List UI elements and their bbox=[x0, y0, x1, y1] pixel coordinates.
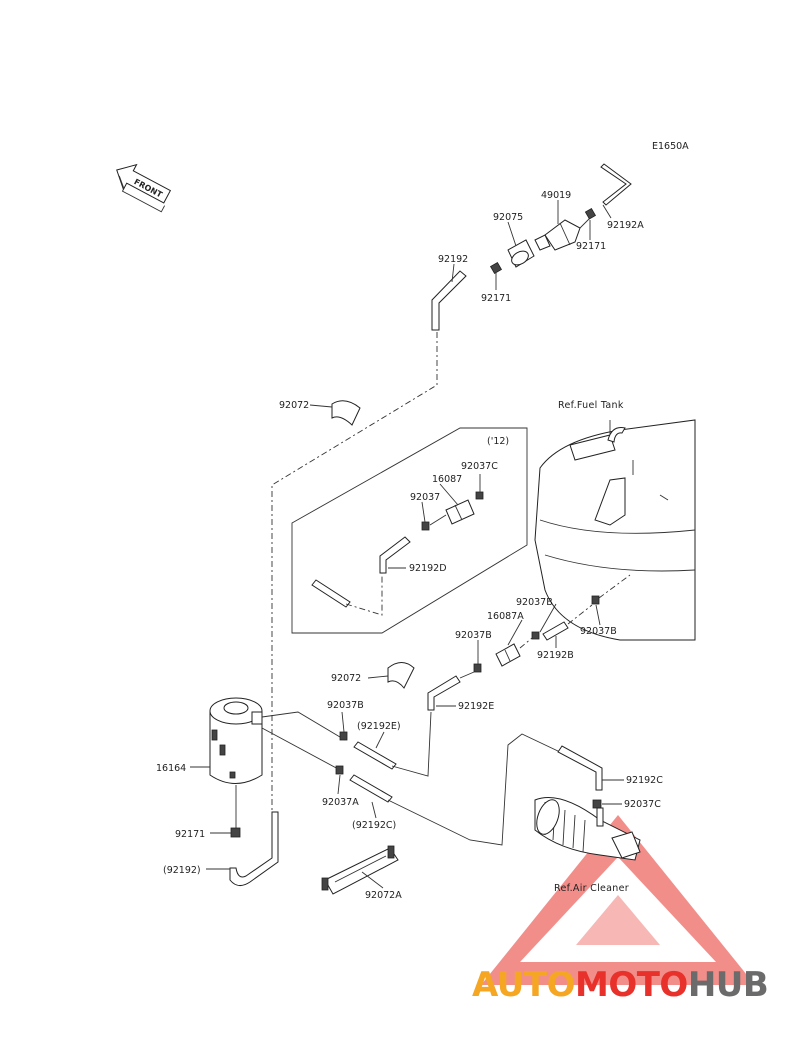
part-92171-top-right: 92171 bbox=[576, 241, 606, 252]
fuel-filter-49019 bbox=[534, 217, 591, 251]
fuel-tank bbox=[534, 419, 696, 641]
watermark-moto: MOTO bbox=[575, 965, 688, 1005]
part-92072-upper: 92072 bbox=[279, 400, 309, 411]
clip-92072-lower bbox=[387, 662, 415, 689]
clamp-92037B-d bbox=[339, 731, 348, 741]
watermark-text: AUTOMOTOHUB bbox=[472, 965, 769, 1005]
top-hose-92192A bbox=[600, 163, 632, 206]
part-16164: 16164 bbox=[156, 763, 186, 774]
hose-92192E-short bbox=[353, 741, 397, 770]
hose-92192-top bbox=[431, 270, 467, 331]
part-92192A: 92192A bbox=[607, 220, 644, 231]
hose-92192E bbox=[427, 675, 461, 711]
part-92192C: 92192C bbox=[626, 775, 663, 786]
svg-text:AUTOMOTOHUB: AUTOMOTOHUB bbox=[472, 965, 768, 1005]
clamp-92037B-b bbox=[531, 631, 540, 640]
valve-16087A bbox=[495, 643, 521, 667]
hose-92192B bbox=[542, 621, 569, 641]
canister-16164 bbox=[209, 697, 263, 828]
clamp-92037B-a bbox=[473, 663, 482, 673]
part-92192C-paren: (92192C) bbox=[352, 820, 396, 831]
clamp-92037C bbox=[592, 799, 602, 809]
part-92037B-b: 92037B bbox=[516, 597, 553, 608]
clamp-92171-top-right bbox=[584, 207, 597, 220]
part-92192E-paren: (92192E) bbox=[357, 721, 401, 732]
clamp-92037B-c bbox=[591, 595, 600, 605]
part-92037B-a: 92037B bbox=[455, 630, 492, 641]
part-92192-top: 92192 bbox=[438, 254, 468, 265]
clip-92072-upper bbox=[331, 400, 361, 426]
hose-92192C-short bbox=[349, 774, 393, 803]
part-92192D: 92192D bbox=[409, 563, 447, 574]
part-92192B: 92192B bbox=[537, 650, 574, 661]
part-92171-bottom: 92171 bbox=[175, 829, 205, 840]
part-92171-top: 92171 bbox=[481, 293, 511, 304]
part-92037B-d: 92037B bbox=[327, 700, 364, 711]
watermark-hub: HUB bbox=[688, 965, 768, 1005]
strap-92072A bbox=[321, 845, 399, 895]
hose-92192-bottom bbox=[229, 811, 279, 886]
part-92037C: 92037C bbox=[624, 799, 661, 810]
part-92072-lower: 92072 bbox=[331, 673, 361, 684]
part-92192E: 92192E bbox=[458, 701, 494, 712]
part-16087-inset: 16087 bbox=[432, 474, 462, 485]
inset-variant-label: ('12) bbox=[487, 436, 509, 447]
part-92037-inset: 92037 bbox=[410, 492, 440, 503]
clamp-92171-top bbox=[489, 261, 503, 275]
part-16087A: 16087A bbox=[487, 611, 524, 622]
part-92192-paren: (92192) bbox=[163, 865, 201, 876]
ref-fuel-tank: Ref.Fuel Tank bbox=[558, 400, 624, 411]
part-92037C-inset: 92037C bbox=[461, 461, 498, 472]
clamp-92171-bottom bbox=[230, 827, 241, 838]
holder-92075 bbox=[507, 239, 535, 268]
part-92037B-c: 92037B bbox=[580, 626, 617, 637]
front-arrow-icon: FRONT bbox=[116, 163, 172, 213]
air-cleaner bbox=[534, 797, 641, 861]
watermark-auto: AUTO bbox=[472, 965, 575, 1005]
part-92075: 92075 bbox=[493, 212, 523, 223]
clamp-92037A bbox=[335, 765, 344, 775]
inset-box-12: ('12) bbox=[291, 427, 528, 634]
ref-air-cleaner: Ref.Air Cleaner bbox=[554, 883, 629, 894]
part-92037A: 92037A bbox=[322, 797, 359, 808]
part-92072A: 92072A bbox=[365, 890, 402, 901]
part-49019: 49019 bbox=[541, 190, 571, 201]
hose-92192C bbox=[557, 745, 603, 791]
diagram-code: E1650A bbox=[652, 141, 689, 152]
inset-valve-16087 bbox=[445, 499, 475, 525]
